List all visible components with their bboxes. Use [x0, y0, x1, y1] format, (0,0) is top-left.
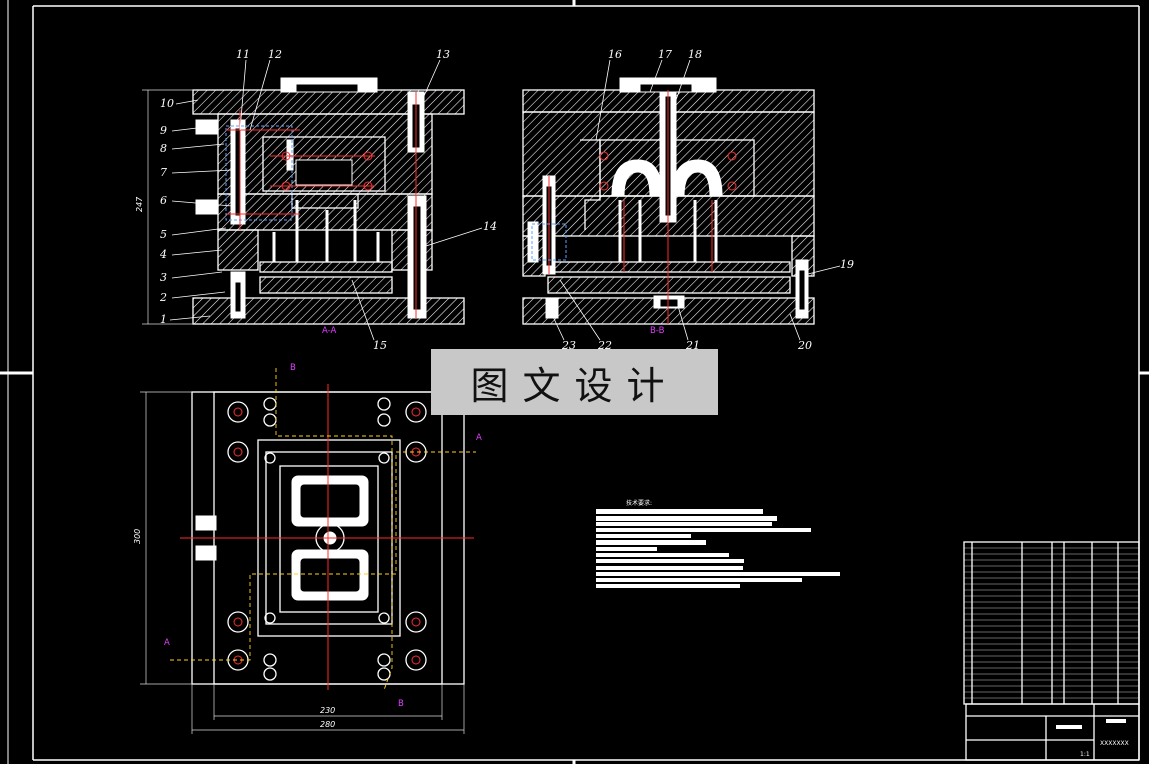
part-label-16: 16 — [595, 48, 622, 141]
part-label-23: 23 — [547, 305, 576, 352]
part-label-1: 1 — [160, 313, 211, 326]
svg-text:6: 6 — [160, 194, 167, 207]
svg-text:11: 11 — [236, 48, 250, 61]
svg-text:16: 16 — [608, 48, 622, 61]
svg-text:1: 1 — [160, 313, 167, 326]
part-label-11: 11 — [236, 48, 250, 131]
svg-text:7: 7 — [160, 166, 167, 179]
svg-text:23: 23 — [561, 339, 576, 352]
part-label-22: 22 — [559, 279, 612, 352]
part-label-2: 2 — [159, 291, 226, 304]
part-label-3: 3 — [160, 271, 223, 284]
svg-text:9: 9 — [160, 124, 167, 137]
svg-text:3: 3 — [160, 271, 167, 284]
tech-requirements-title: 技术要求: — [626, 499, 652, 507]
plan-marker-b-bottom: B — [398, 699, 404, 709]
section-a-view: 247 A-A — [135, 77, 465, 336]
dim-plan-width: 280 — [320, 720, 335, 729]
part-label-19: 19 — [807, 258, 854, 275]
tech-requirements: 技术要求: — [596, 499, 840, 588]
svg-text:22: 22 — [597, 339, 612, 352]
plan-marker-b-top: B — [290, 363, 296, 373]
part-label-7: 7 — [160, 166, 233, 179]
svg-text:15: 15 — [373, 339, 387, 352]
svg-text:12: 12 — [268, 48, 282, 61]
part-label-17: 17 — [649, 48, 672, 93]
section-label-b: B-B — [650, 326, 665, 336]
title-scale: 1:1 — [1080, 751, 1090, 758]
plan-marker-a-right: A — [476, 433, 482, 443]
part-label-14: 14 — [425, 220, 497, 247]
dim-plan-inner-width: 230 — [320, 706, 335, 715]
title-drawing-no: XXXXXXX — [1100, 740, 1129, 747]
svg-text:19: 19 — [840, 258, 854, 271]
svg-text:21: 21 — [685, 339, 700, 352]
svg-text:13: 13 — [436, 48, 450, 61]
svg-text:8: 8 — [160, 142, 167, 155]
svg-text:4: 4 — [159, 248, 167, 261]
part-label-20: 20 — [789, 313, 812, 352]
part-label-9: 9 — [160, 124, 198, 137]
dim-height-left: 247 — [135, 196, 144, 212]
svg-text:2: 2 — [159, 291, 167, 304]
part-label-5: 5 — [160, 227, 227, 241]
svg-text:18: 18 — [688, 48, 702, 61]
svg-text:14: 14 — [483, 220, 497, 233]
section-label-a: A-A — [322, 326, 337, 336]
part-label-8: 8 — [160, 142, 225, 155]
section-b-view: B-B — [522, 77, 815, 336]
plan-view: B B A A 300 230 280 — [133, 363, 482, 734]
part-label-15: 15 — [351, 279, 387, 352]
part-label-18: 18 — [675, 48, 702, 101]
part-labels-right: 16 17 18 19 20 21 22 23 — [547, 48, 854, 352]
part-label-6: 6 — [160, 194, 233, 207]
part-label-13: 13 — [423, 48, 450, 97]
part-label-12: 12 — [249, 48, 282, 131]
part-labels-left: 1 2 3 4 5 6 7 8 9 10 11 12 13 14 15 — [159, 48, 497, 352]
svg-text:5: 5 — [160, 228, 167, 241]
svg-text:17: 17 — [658, 48, 672, 61]
svg-text:20: 20 — [797, 339, 812, 352]
svg-text:10: 10 — [160, 97, 174, 110]
part-label-10: 10 — [160, 97, 199, 110]
watermark-banner: 图文设计 — [431, 349, 718, 415]
part-label-4: 4 — [159, 248, 223, 261]
dim-plan-height: 300 — [133, 529, 142, 544]
part-label-21: 21 — [677, 305, 700, 352]
plan-marker-a-left: A — [164, 638, 170, 648]
parts-list — [963, 541, 1140, 705]
title-block: XXXXXXX 1:1 — [965, 703, 1140, 761]
